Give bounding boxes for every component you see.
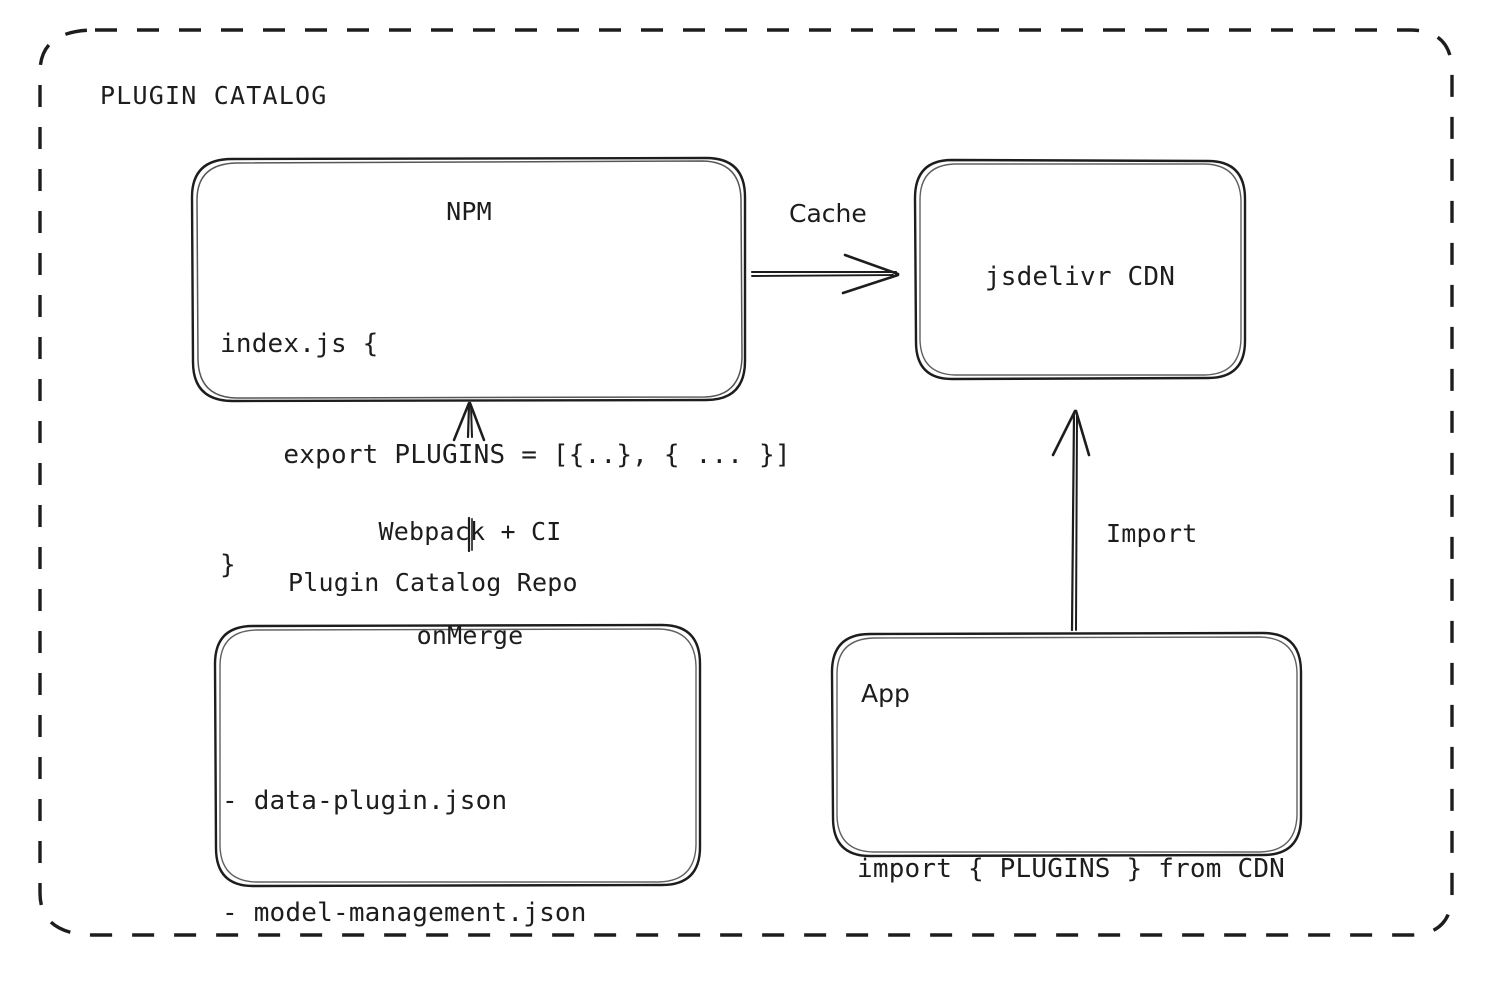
edge-build-label-line-1: Webpack + CI [378, 517, 562, 546]
node-repo-caption: Plugin Catalog Repo [288, 568, 578, 597]
npm-code-line-3: } [220, 550, 236, 581]
npm-code-line-2: export PLUGINS = [{..}, { ... }] [220, 439, 791, 470]
node-cdn-title: jsdelivr CDN [984, 262, 1176, 292]
edge-cache-label: Cache [789, 199, 867, 228]
edge-import-arrow [1051, 409, 1091, 632]
npm-code-line-1: index.js { [220, 328, 379, 359]
node-repo-list: - data-plugin.json - model-management.js… [222, 708, 587, 1002]
edge-build-label: Webpack + CI onMerge [355, 446, 585, 722]
repo-list-item-1: - data-plugin.json [222, 785, 508, 816]
node-npm-title: NPM [446, 197, 492, 226]
node-npm-code: index.js { export PLUGINS = [{..}, { ...… [220, 252, 791, 658]
app-code-line-1: import { PLUGINS } from CDN [857, 853, 1286, 884]
group-title: PLUGIN CATALOG [100, 81, 328, 110]
edge-import-label: Import [1106, 519, 1198, 548]
node-app-code: import { PLUGINS } from CDN PLUGINS.forE… [857, 736, 1285, 1002]
node-app-title: App [861, 679, 910, 708]
repo-list-item-2: - model-management.json [222, 898, 587, 929]
edge-build-label-line-2: onMerge [416, 620, 524, 650]
